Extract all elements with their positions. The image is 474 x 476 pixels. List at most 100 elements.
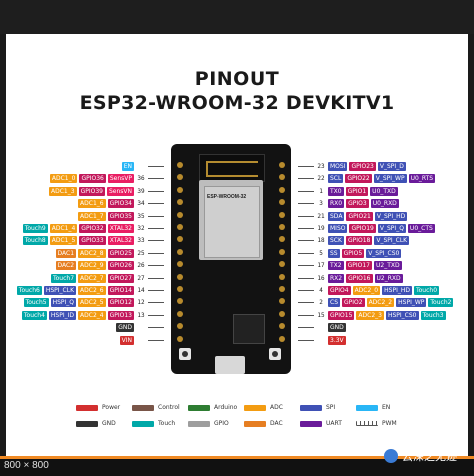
pin-label: GPIO21 [346, 211, 373, 221]
header-pin-hole [177, 248, 183, 255]
pin-label: DAC2 [55, 261, 77, 271]
pin-label: HSPI_Q [50, 298, 77, 308]
header-pin-hole [279, 273, 285, 280]
title-line-1: PINOUT [194, 68, 280, 90]
legend-swatch [244, 404, 266, 411]
pin-wire [148, 215, 164, 217]
pin-number: 22 [317, 175, 325, 183]
en-button[interactable] [179, 348, 191, 360]
pin-label: Touch2 [428, 298, 454, 308]
pin-label: GPIO17 [345, 261, 372, 271]
pin-number: 32 [137, 225, 145, 232]
pin-label: V_SPI_WP [373, 174, 407, 184]
pin-wire [148, 203, 164, 205]
pin-label: GPIO36 [79, 174, 106, 184]
pin-label: ADC2_7 [78, 273, 106, 283]
pin-wire [148, 166, 164, 167]
legend-item: ADC [244, 404, 283, 411]
pin-wire [148, 290, 164, 291]
legend-label: PWM [382, 420, 397, 427]
pin-label: VIN [119, 335, 134, 345]
legend-item: DAC [244, 420, 283, 427]
legend-swatch [356, 421, 378, 426]
pin-label: EN [121, 162, 134, 171]
header-pin-hole [279, 174, 285, 181]
header-pin-hole [177, 261, 183, 268]
esp32-board: ESP-WROOM-32 [171, 144, 291, 374]
legend-swatch [356, 404, 378, 411]
pin-label: ADC1_4 [49, 224, 78, 233]
pin-label: ADC2_0 [352, 286, 381, 295]
header-pin-hole [279, 323, 285, 330]
legend-item: PWM [356, 420, 397, 427]
pin-wire [298, 277, 314, 279]
pin-label: GPIO32 [79, 224, 106, 233]
pin-wire [148, 190, 164, 192]
pin-label: V_SPI_CS0 [366, 248, 402, 258]
header-pin-hole [279, 248, 285, 255]
pin-wire [298, 314, 314, 316]
pin-label: HSPI_CLK [43, 286, 77, 295]
pin-label: GPIO33 [79, 236, 106, 246]
pin-label: ADC2_3 [356, 310, 384, 320]
top-frame [0, 0, 474, 34]
pin-wire [148, 265, 164, 267]
legend-label: GPIO [214, 420, 229, 427]
header-pin-hole [279, 286, 285, 292]
legend-item: GND [76, 420, 116, 427]
pin-label: U0_RTS [408, 174, 436, 184]
pin-label: HSPI_HD [382, 286, 412, 295]
pin-number: 3 [319, 200, 323, 208]
pin-label: U2_RXD [374, 273, 403, 283]
header-pin-hole [177, 323, 183, 330]
legend-swatch [188, 420, 210, 427]
legend-label: DAC [270, 420, 283, 427]
pin-wire [148, 339, 164, 341]
legend-label: Arduino [214, 404, 238, 411]
pin-label: GPIO2 [342, 298, 365, 308]
pin-number: 27 [137, 274, 145, 282]
pin-label: ADC2_4 [78, 310, 106, 320]
header-pin-hole [279, 236, 285, 243]
pin-label: MOSI [328, 162, 348, 171]
pin-number: 4 [319, 287, 323, 294]
pin-label: U2_TXD [374, 261, 402, 271]
pin-label: RX2 [328, 273, 345, 283]
pin-label: Touch6 [16, 286, 42, 295]
pin-label: GPIO27 [107, 273, 134, 283]
pin-label: V_SPI_CLK [374, 236, 410, 246]
pin-number: 15 [317, 311, 325, 319]
legend-label: SPI [326, 404, 336, 411]
pin-number: 25 [137, 249, 145, 257]
legend-label: EN [382, 404, 391, 411]
legend-item: Power [76, 404, 120, 411]
pin-number: 13 [137, 311, 145, 319]
header-pin-hole [279, 335, 285, 342]
header-pin-hole [177, 273, 183, 280]
legend-label: UART [326, 420, 342, 427]
boot-button[interactable] [269, 348, 281, 360]
pin-label: RX0 [328, 199, 345, 209]
pin-label: Touch3 [420, 310, 446, 320]
pin-label: V_SPI_D [377, 162, 406, 171]
pin-label: U0_CTS [407, 224, 435, 233]
pin-number: 33 [137, 237, 145, 245]
pin-label: Touch0 [413, 286, 440, 295]
header-pin-hole [177, 335, 183, 342]
header-pin-hole [279, 211, 285, 218]
micro-usb-port [215, 356, 245, 374]
legend-item: EN [356, 404, 390, 411]
pin-label: SensVN [106, 186, 134, 196]
header-pin-hole [177, 310, 183, 317]
right-pin-row: GND [298, 323, 346, 333]
pin-wire [298, 215, 314, 217]
pin-number: 17 [317, 262, 325, 270]
watermark-logo-icon [384, 449, 398, 463]
